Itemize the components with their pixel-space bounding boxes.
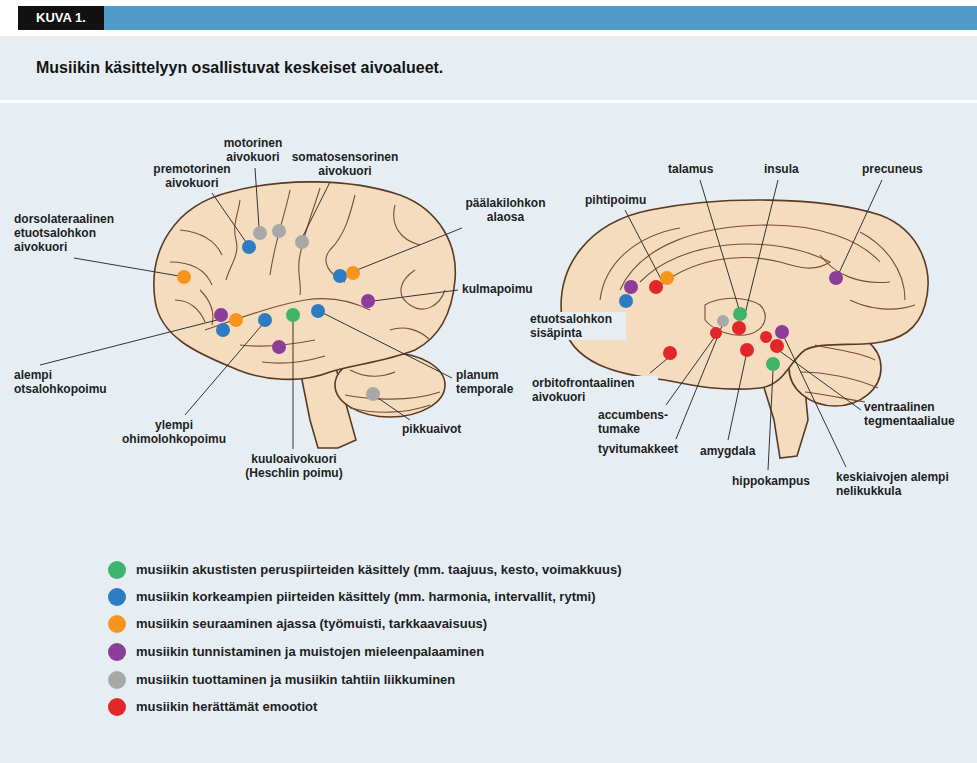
region-label: kulmapoimu [462,282,533,296]
legend-swatch [108,588,126,606]
region-label: keskiaivojen alempi nelikukkula [836,470,966,498]
region-label: pikkuaivot [402,422,461,436]
region-label: ventraalinen tegmentaalialue [864,400,970,428]
figure-number: KUVA 1. [18,6,104,30]
legend-swatch [108,615,126,633]
legend-text: musiikin seuraaminen ajassa (työmuisti, … [136,616,487,632]
region-label: ylempi ohimolohkopoimu [115,418,233,446]
region-label: planum temporale [456,368,530,396]
cerebrum-lateral [154,182,455,380]
region-label: accumbens-tumake [598,408,672,436]
region-label: insula [764,162,799,176]
region-label: hippokampus [732,474,810,488]
legend-text: musiikin akustisten peruspiirteiden käsi… [136,562,622,578]
legend-swatch [108,643,126,661]
legend-text: musiikin tuottaminen ja musiikin tahtiin… [136,672,455,688]
region-label: talamus [668,162,713,176]
legend-swatch [108,561,126,579]
legend-text: musiikin herättämät emootiot [136,699,317,715]
figure-title: Musiikin käsittelyyn osallistuvat keskei… [36,58,443,78]
region-label: orbitofrontaalinen aivokuori [530,376,658,404]
region-label: amygdala [700,444,755,458]
legend-swatch [108,671,126,689]
region-label: premotorinen aivokuori [150,162,234,190]
region-label: motorinen aivokuori [222,136,284,164]
region-label: pihtipoimu [585,193,646,207]
region-dots [177,224,843,401]
region-label: alempi otsalohkopoimu [14,368,118,396]
region-label: somatosensorinen aivokuori [290,150,400,178]
legend-text: musiikin korkeampien piirteiden käsittel… [136,589,595,605]
region-label: etuotsalohkon sisäpinta [528,312,626,340]
region-label: päälakilohkon alaosa [458,196,553,224]
region-label: tyvitumakkeet [598,442,678,456]
region-label: precuneus [862,162,923,176]
region-label: kuuloaivokuori (Heschlin poimu) [236,452,352,480]
region-label: dorsolateraalinen etuotsalohkon aivokuor… [14,212,132,254]
legend-text: musiikin tunnistaminen ja muistojen miel… [136,644,484,660]
legend-swatch [108,698,126,716]
